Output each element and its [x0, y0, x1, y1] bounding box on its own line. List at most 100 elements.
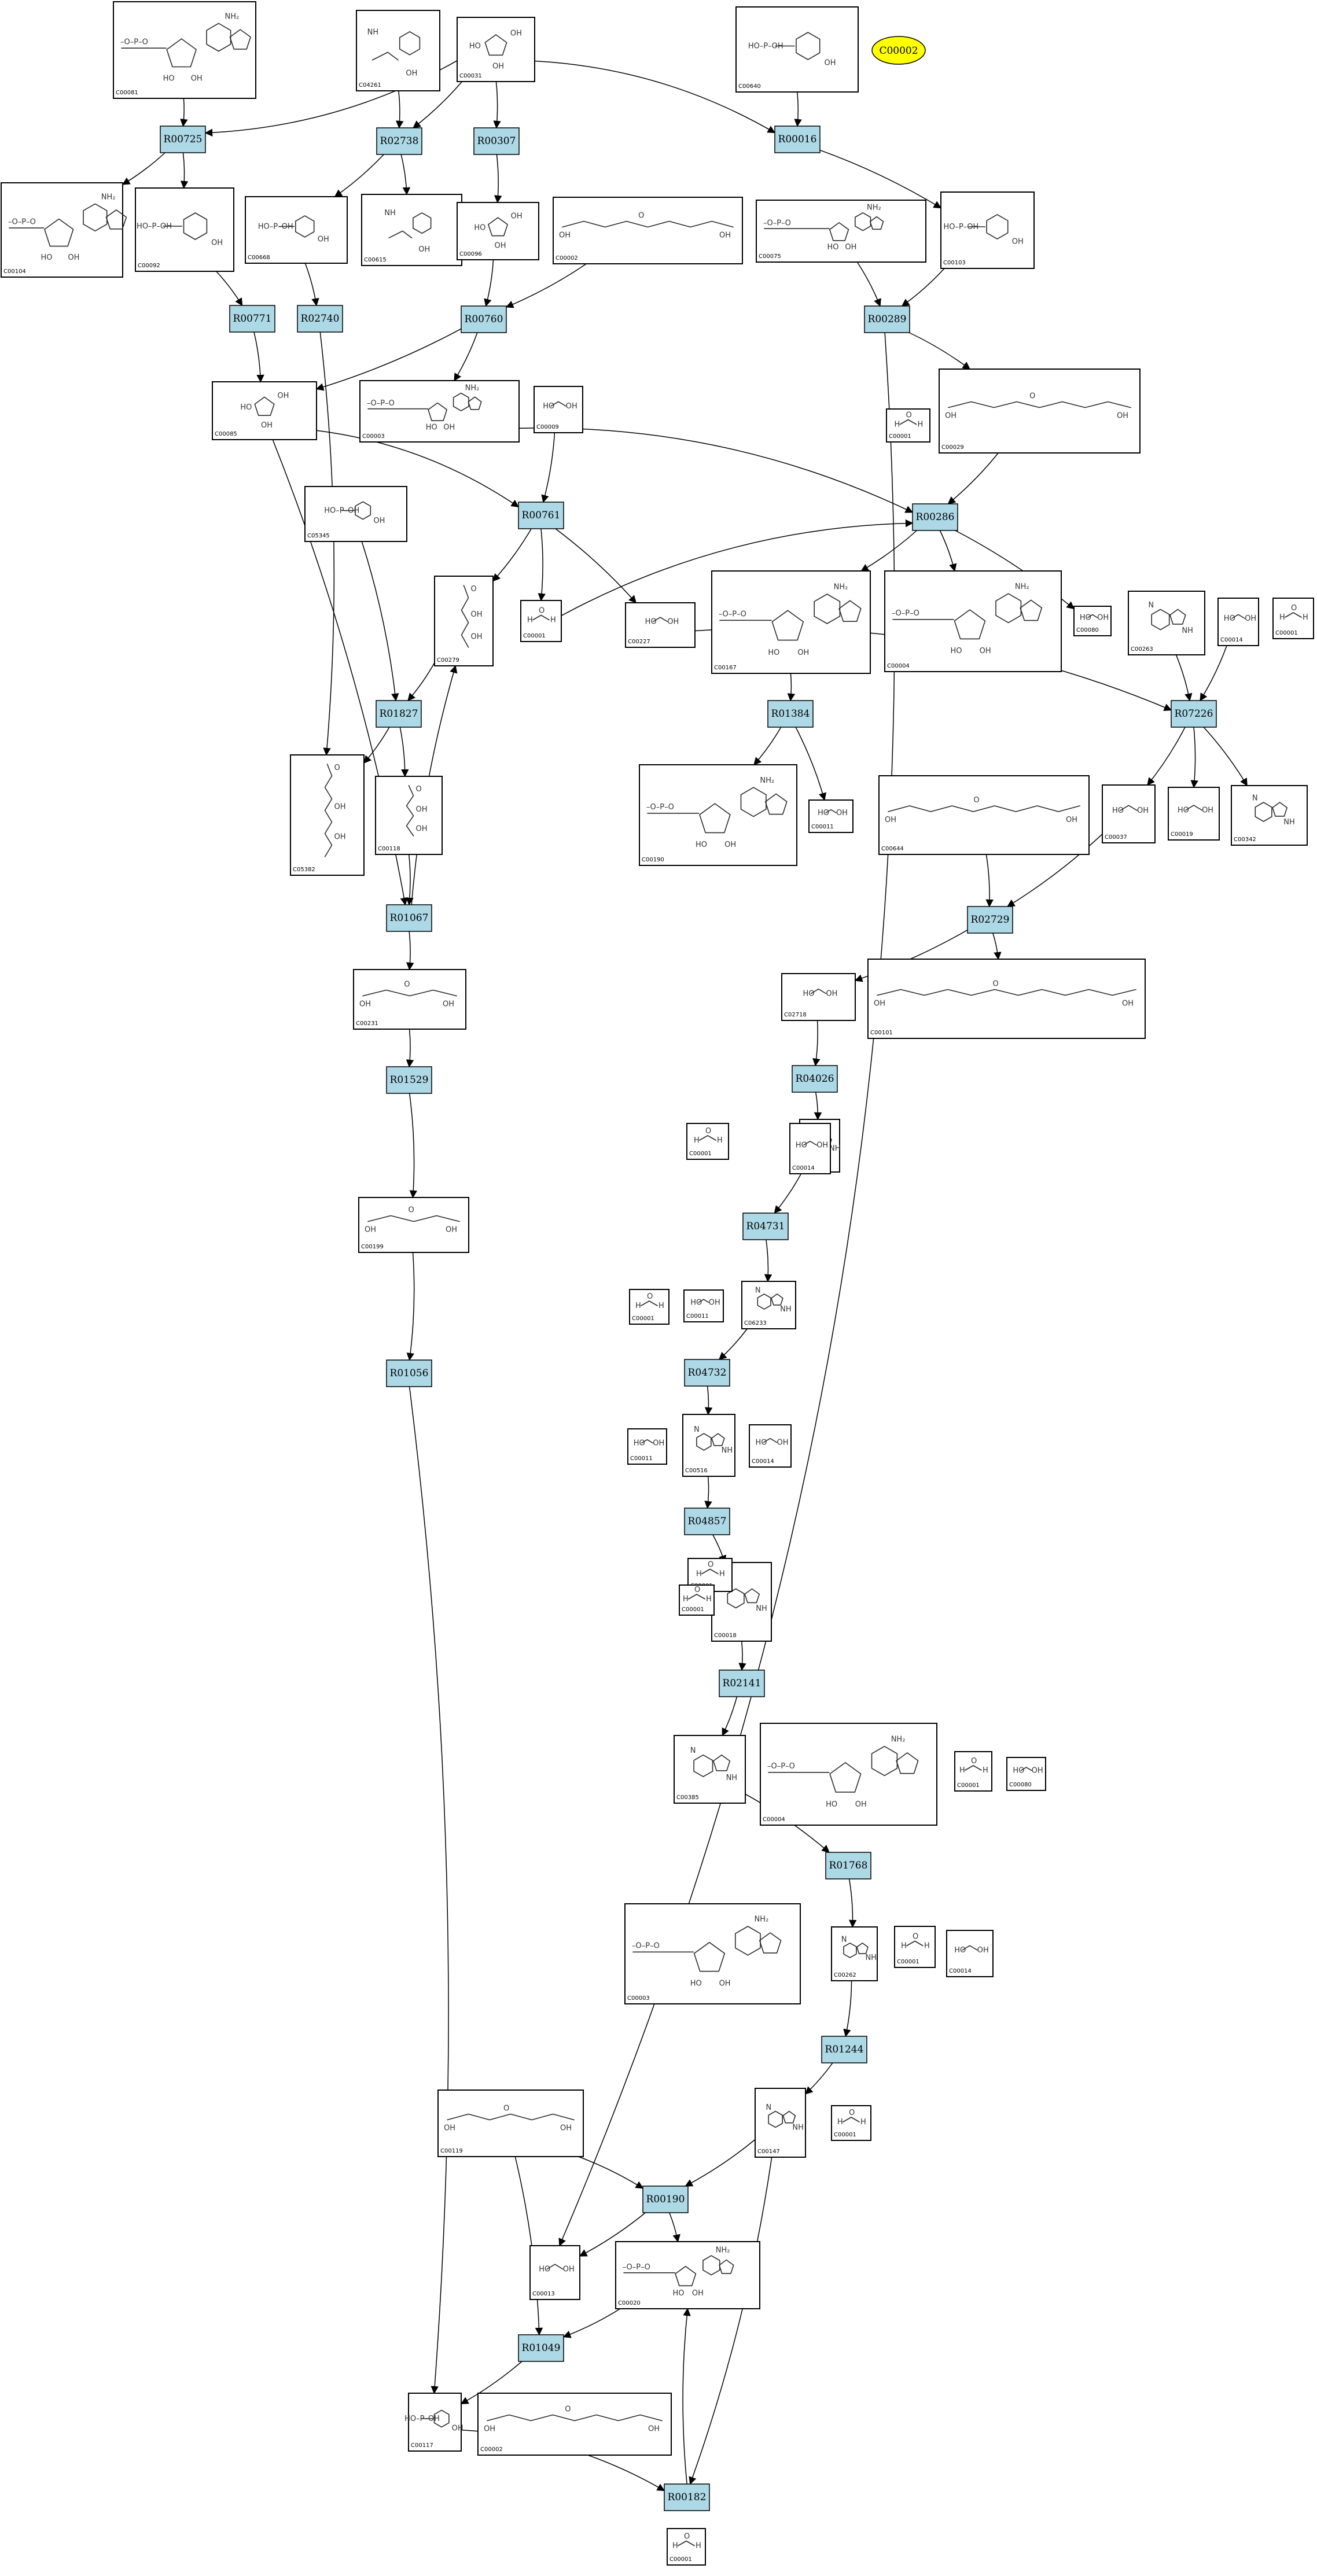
reaction-node-r00289[interactable]: R00289: [864, 305, 910, 333]
compound-id-label: C00227: [628, 639, 650, 645]
pathway-edge-arrow: [406, 1252, 415, 1361]
reaction-node-r07226[interactable]: R07226: [1171, 700, 1217, 728]
reaction-node-r00761[interactable]: R00761: [518, 502, 564, 529]
pathway-edge-arrow: [492, 528, 532, 582]
reaction-node-r00286[interactable]: R00286: [912, 503, 958, 531]
reaction-node-r04026[interactable]: R04026: [792, 1065, 838, 1093]
reaction-node-r01384[interactable]: R01384: [767, 700, 814, 728]
reaction-node-r04857[interactable]: R04857: [684, 1508, 730, 1535]
reaction-node-r00190[interactable]: R00190: [642, 2186, 689, 2213]
atom-label: –O–P–O: [763, 219, 791, 228]
reaction-node-r00182[interactable]: R00182: [664, 2483, 710, 2511]
atom-label: HO: [163, 74, 175, 83]
reaction-node-r01529[interactable]: R01529: [386, 1066, 432, 1094]
reaction-node-r01768[interactable]: R01768: [825, 1852, 871, 1880]
reaction-node-r02738[interactable]: R02738: [376, 127, 422, 155]
reaction-node-r00771[interactable]: R00771: [229, 305, 275, 333]
reaction-node-r02729[interactable]: R02729: [967, 906, 1013, 934]
reaction-node-r02141[interactable]: R02141: [719, 1670, 765, 1697]
reaction-node-r01049[interactable]: R01049: [518, 2334, 564, 2362]
reaction-node-r01056[interactable]: R01056: [386, 1359, 432, 1387]
reaction-node-r00307[interactable]: R00307: [473, 127, 520, 155]
reaction-node-r01244[interactable]: R01244: [821, 2036, 867, 2063]
reaction-node-r04731[interactable]: R04731: [742, 1213, 789, 1240]
reaction-node-r01827[interactable]: R01827: [376, 700, 422, 728]
pathway-edge-arrow: [180, 98, 188, 127]
pathway-edge-arrow: [460, 2361, 523, 2404]
reaction-node-r02740[interactable]: R02740: [297, 305, 343, 333]
highlighted-compound[interactable]: C00002: [871, 36, 926, 65]
atom-label: OH: [563, 2265, 575, 2274]
reaction-node-r00016[interactable]: R00016: [774, 126, 821, 153]
reaction-node-r00725[interactable]: R00725: [160, 126, 206, 153]
reaction-node-r00760[interactable]: R00760: [461, 305, 507, 333]
reaction-node-r01067[interactable]: R01067: [386, 904, 432, 932]
reaction-node-r04732[interactable]: R04732: [684, 1359, 730, 1387]
